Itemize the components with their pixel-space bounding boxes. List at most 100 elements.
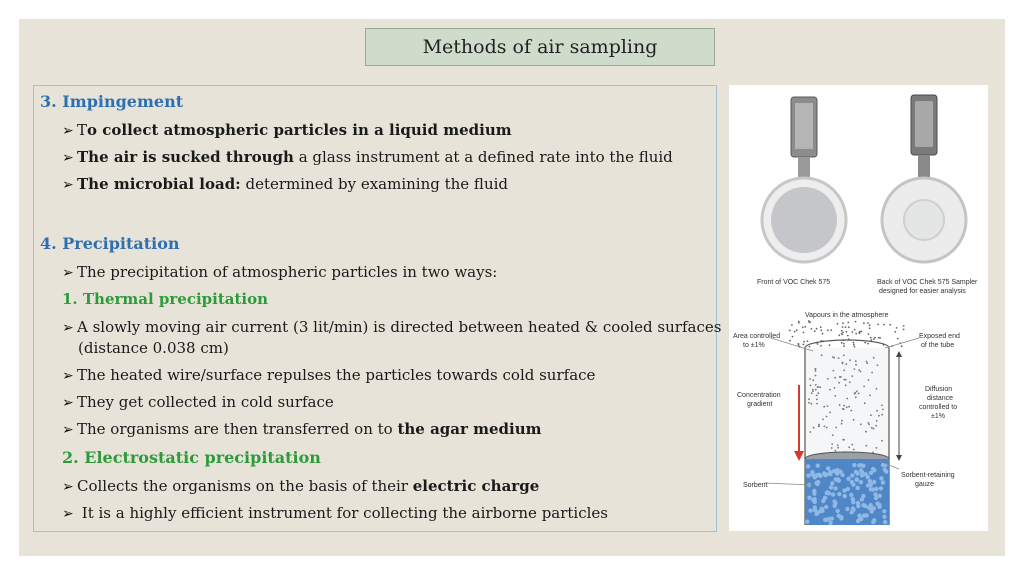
particle-dot [882,514,887,519]
particle-dot [832,369,835,372]
particle-dot [868,423,870,426]
particle-dot [817,392,820,395]
particle-dot [840,329,843,332]
particle-dot [834,395,837,397]
particle-dot [810,328,813,330]
particle-dot [819,326,822,329]
particle-dot [861,513,867,518]
particle-dot [844,326,847,328]
particle-dot [902,325,905,327]
particle-dot [864,341,867,344]
particle-dot [852,448,855,451]
particle-dot [808,345,811,348]
particle-dot [833,501,838,506]
particle-dot [845,363,848,365]
particle-dot [815,398,818,401]
particle-dot [840,333,843,335]
label-diffusion-2: distance [927,395,953,402]
particle-dot [869,394,871,397]
particle-dot [859,497,865,502]
particle-dot [845,330,848,333]
particle-dot [842,331,844,334]
particle-dot [818,473,823,478]
particle-dot [873,492,878,497]
particle-dot [812,426,815,429]
particle-dot [872,338,875,340]
particle-dot [894,330,897,333]
particle-dot [875,420,878,422]
slide-title: Methods of air sampling [365,28,715,66]
particle-dot [831,443,834,445]
particle-dot [829,388,831,391]
particle-dot [810,392,813,394]
particle-dot [830,481,835,486]
particle-dot [872,479,877,485]
arrow-bullet-icon: ➢ [62,177,74,193]
particle-dot [852,463,857,468]
particle-dot [824,490,829,496]
particle-dot [833,356,835,359]
particle-dot [830,329,833,331]
diffusion-arrow-down-icon [896,455,902,461]
particle-dot [822,471,827,476]
particle-dot [858,369,860,371]
particle-dot [863,472,868,477]
particle-dot [851,331,854,333]
electrostatic-heading: 2. Electrostatic precipitation [62,448,321,467]
particle-dot [828,485,834,490]
particle-dot [826,516,832,522]
particle-dot [840,341,843,344]
caption-back-1: Back of VOC Chek 575 Sampler [877,279,978,286]
particle-dot [795,329,798,332]
particle-dot [875,447,878,449]
particle-dot [826,329,829,332]
impingement-bullet-1: ➢To collect atmospheric particles in a l… [62,121,512,140]
sampler-figure: Front of VOC Chek 575 Back of VOC Chek 5… [729,85,988,531]
particle-dot [809,384,812,387]
particle-dot [879,476,884,481]
particle-dot [873,495,879,501]
particle-dot [788,329,791,332]
particle-dot [855,363,857,366]
particle-dot [789,339,791,342]
particle-dot [825,426,828,429]
particle-dot [813,330,816,333]
thermal-heading: 1. Thermal precipitation [62,290,269,308]
particle-dot [798,321,800,324]
electrostatic-bullet-1: ➢Collects the organisms on the basis of … [62,477,539,496]
caption-front: Front of VOC Chek 575 [757,279,830,286]
particle-dot [803,340,805,343]
particle-dot [878,486,884,491]
particle-dot [861,493,866,499]
particle-dot [867,479,873,484]
particle-dot [829,411,831,414]
particle-dot [848,381,851,384]
particle-dot [805,519,810,524]
particle-dot [872,427,875,430]
particle-dot [835,426,838,429]
particle-dot [818,425,821,427]
particle-dot [870,339,873,342]
particle-dot [823,425,826,428]
particle-dot [797,343,800,345]
label-area-1: Area controlled [733,333,780,340]
bullet-bold-text: electric charge [412,477,540,495]
particle-dot [855,332,858,335]
particle-dot [855,518,861,524]
particle-dot [866,362,869,365]
bullet-bold-text: the agar medium [397,420,542,438]
front-sampler-image [760,96,848,264]
particle-dot [878,414,880,417]
particle-dot [846,334,849,337]
particle-dot [875,501,880,506]
particle-dot [855,471,860,476]
particle-dot [812,388,814,391]
particle-dot [850,506,856,511]
particle-dot [834,449,837,452]
particle-dot [854,391,857,394]
particle-dot [819,506,824,511]
particle-dot [870,466,876,472]
particle-dot [840,422,843,425]
particle-dot [839,516,844,521]
particle-dot [831,434,834,436]
